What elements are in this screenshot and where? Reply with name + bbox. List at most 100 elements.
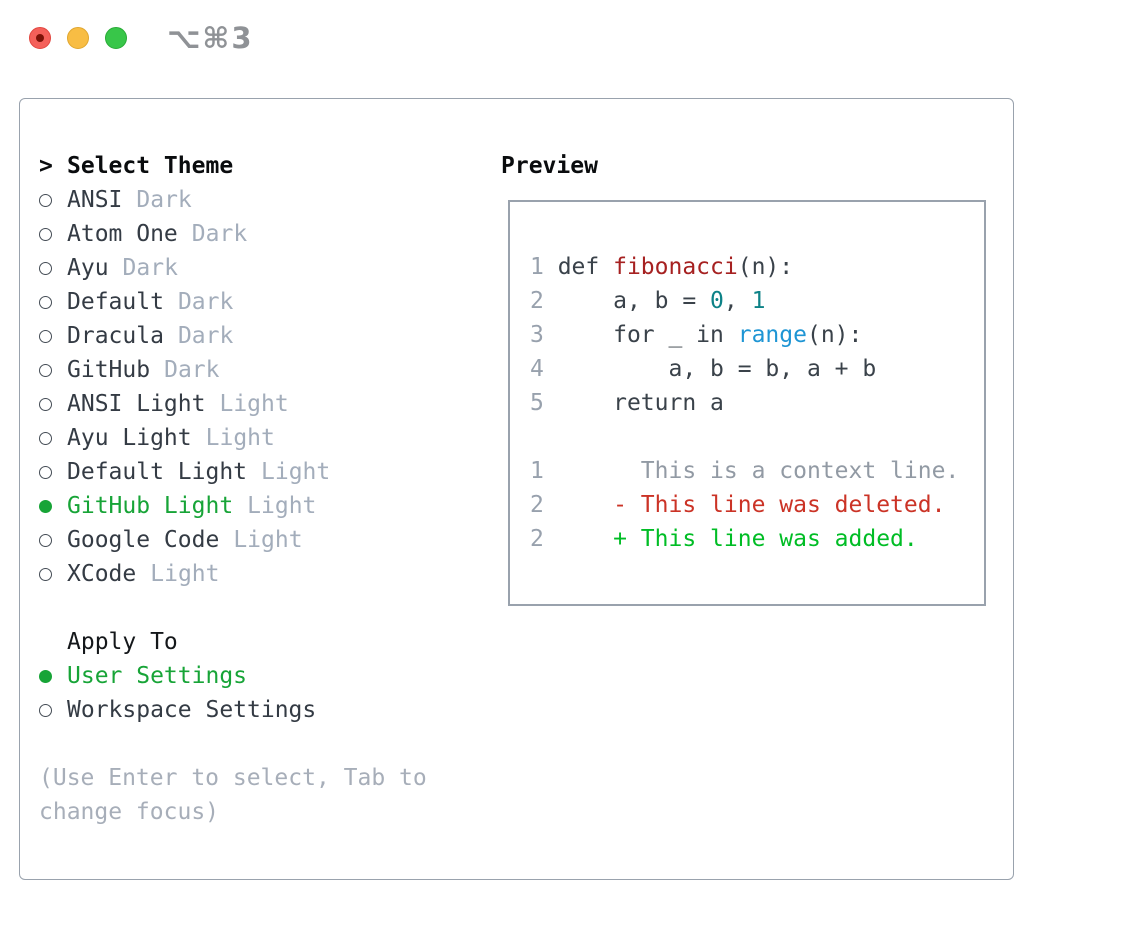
theme-option-variant: Light xyxy=(150,561,220,587)
code-segment-deleted: - This line was deleted. xyxy=(613,492,946,518)
code-segment-lnum: 2 xyxy=(530,288,558,314)
select-theme-title: Select Theme xyxy=(67,153,234,179)
code-segment-code xyxy=(558,526,613,552)
code-segment-lnum: 5 xyxy=(530,390,558,416)
theme-option-variant: Light xyxy=(247,493,317,519)
radio-icon xyxy=(39,397,67,411)
code-segment-code: (n): xyxy=(737,254,794,280)
code-segment-code xyxy=(558,492,613,518)
theme-option-variant: Light xyxy=(205,425,275,451)
code-line: 2 a, b = 0, 1 xyxy=(530,284,984,318)
code-segment-code: (n): xyxy=(806,322,863,348)
theme-option-ayu-light[interactable]: Ayu Light Light xyxy=(39,421,479,455)
apply-option-user-settings[interactable]: User Settings xyxy=(39,659,479,693)
theme-option-label: Google Code xyxy=(67,527,220,553)
theme-option-label: XCode xyxy=(67,561,137,587)
radio-icon xyxy=(39,431,67,445)
theme-option-label: GitHub xyxy=(67,357,151,383)
theme-option-default[interactable]: Default Dark xyxy=(39,285,479,319)
theme-option-label: Default xyxy=(67,289,164,315)
code-segment-lnum: 4 xyxy=(530,356,558,382)
prompt-marker: > xyxy=(39,153,67,179)
minimize-button[interactable] xyxy=(67,27,89,49)
code-line: 3 for _ in range(n): xyxy=(530,318,984,352)
radio-selected-icon xyxy=(39,499,67,513)
radio-selected-icon xyxy=(39,669,67,683)
radio-icon xyxy=(39,295,67,309)
zoom-button[interactable] xyxy=(105,27,127,49)
theme-option-xcode[interactable]: XCode Light xyxy=(39,557,479,591)
theme-option-label: Ayu Light xyxy=(67,425,192,451)
radio-circle xyxy=(39,227,52,241)
apply-option-label: User Settings xyxy=(67,663,248,689)
code-line: 2 + This line was added. xyxy=(530,522,984,556)
radio-circle xyxy=(39,465,52,479)
radio-icon xyxy=(39,329,67,343)
close-button-dot-icon xyxy=(36,34,44,42)
preview-title: Preview xyxy=(501,153,598,179)
code-line: 4 a, b = b, a + b xyxy=(530,352,984,386)
code-segment-lnum: 3 xyxy=(530,322,558,348)
radio-circle xyxy=(39,499,52,513)
theme-option-variant: Dark xyxy=(136,187,192,213)
radio-icon xyxy=(39,193,67,207)
theme-option-variant: Dark xyxy=(122,255,178,281)
theme-option-label: Atom One xyxy=(67,221,178,247)
theme-option-ayu[interactable]: Ayu Dark xyxy=(39,251,479,285)
code-segment-lnum: 2 xyxy=(530,526,558,552)
code-segment-code: , xyxy=(723,288,752,314)
theme-option-variant: Dark xyxy=(177,323,234,349)
radio-circle xyxy=(39,261,52,275)
radio-circle xyxy=(39,193,52,207)
theme-option-variant: Light xyxy=(261,459,331,485)
titlebar: ⌥⌘3 xyxy=(29,21,254,55)
theme-option-label: Default Light xyxy=(67,459,248,485)
code-segment-lnum: 2 xyxy=(530,492,558,518)
apply-option-workspace-settings[interactable]: Workspace Settings xyxy=(39,693,479,727)
code-line: 5 return a xyxy=(530,386,984,420)
theme-option-variant: Light xyxy=(219,391,289,417)
select-theme-header: > Select Theme xyxy=(39,149,479,183)
code-segment-builtin: range xyxy=(737,322,807,348)
code-segment-code: def xyxy=(557,254,614,280)
radio-circle xyxy=(39,363,52,377)
radio-icon xyxy=(39,465,67,479)
radio-circle xyxy=(39,397,52,411)
theme-option-github-light[interactable]: GitHub Light Light xyxy=(39,489,479,523)
radio-circle xyxy=(39,295,52,309)
radio-icon xyxy=(39,703,67,717)
apply-option-label: Workspace Settings xyxy=(67,697,317,723)
window-shortcut-label: ⌥⌘3 xyxy=(167,21,254,55)
help-text: (Use Enter to select, Tab to change focu… xyxy=(39,765,427,825)
radio-circle xyxy=(39,329,52,343)
close-button[interactable] xyxy=(29,27,51,49)
radio-icon xyxy=(39,533,67,547)
code-line: 1 def fibonacci(n): xyxy=(530,250,984,284)
theme-option-label: GitHub Light xyxy=(67,493,234,519)
radio-circle xyxy=(39,703,52,717)
theme-option-label: Ayu xyxy=(67,255,109,281)
code-segment-code: return a xyxy=(557,390,724,416)
radio-circle xyxy=(39,669,52,683)
radio-icon xyxy=(39,261,67,275)
theme-option-variant: Dark xyxy=(177,289,234,315)
code-segment-lnum: 1 xyxy=(530,254,558,280)
radio-icon xyxy=(39,227,67,241)
code-line: 1 This is a context line. xyxy=(530,454,984,488)
theme-option-default-light[interactable]: Default Light Light xyxy=(39,455,479,489)
code-segment-num: 0 xyxy=(710,288,724,314)
preview-header: Preview xyxy=(501,149,598,183)
